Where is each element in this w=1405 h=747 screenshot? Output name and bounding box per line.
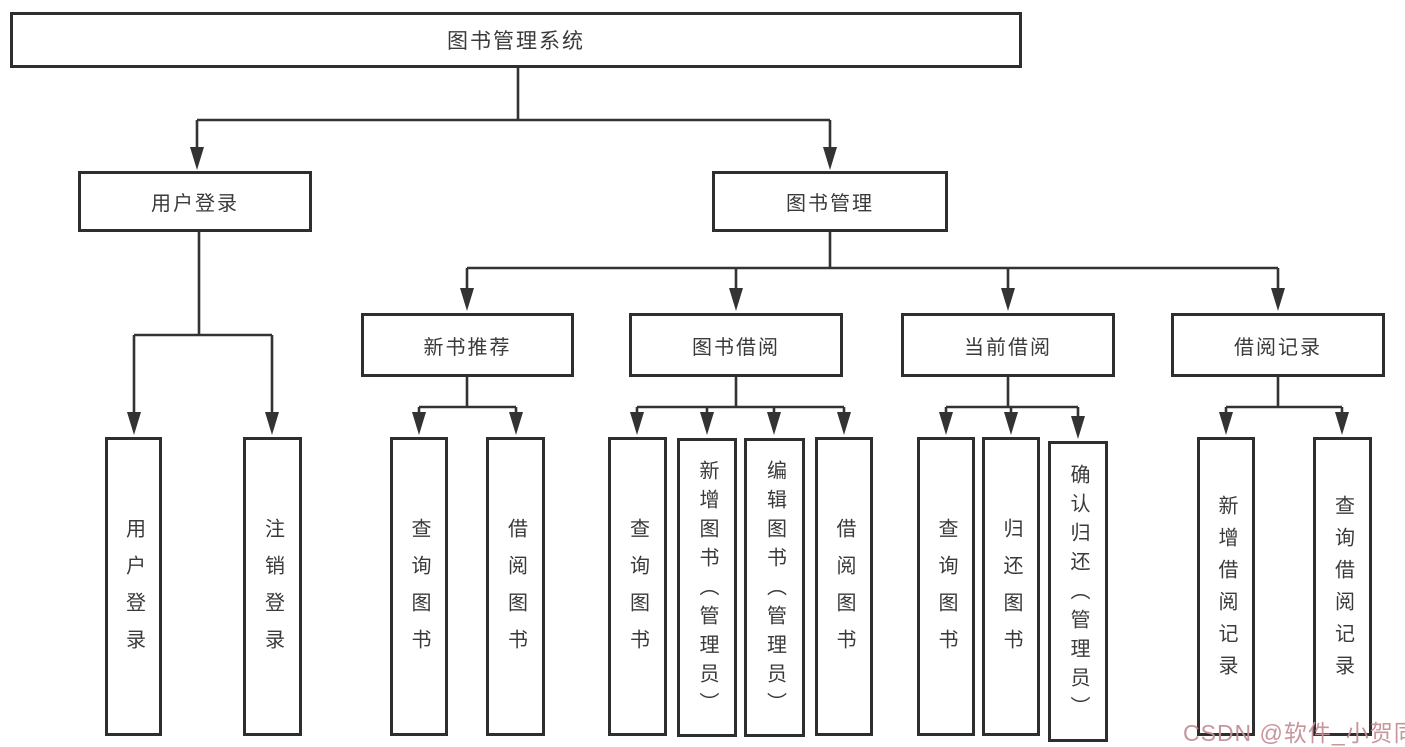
node-user-login: 用户登录: [78, 171, 312, 232]
node-book-borrow: 图书借阅: [629, 313, 843, 377]
leaf-borrow-books-borrow: 借阅图书: [815, 437, 873, 736]
leaf-confirm-return-admin: 确认归还（管理员）: [1048, 441, 1108, 742]
csdn-watermark: CSDN @软件_小贺同学: [1183, 720, 1405, 746]
leaf-edit-books-admin: 编辑图书（管理员）: [744, 438, 805, 737]
node-system-root: 图书管理系统: [10, 12, 1022, 68]
leaf-query-books-recommend: 查询图书: [390, 437, 448, 736]
leaf-query-books-borrow: 查询图书: [608, 437, 667, 736]
node-new-book-recommend: 新书推荐: [361, 313, 574, 377]
leaf-logout-login: 注销登录: [243, 437, 302, 736]
leaf-query-borrow-record: 查询借阅记录: [1313, 437, 1372, 736]
leaf-borrow-books-recommend: 借阅图书: [486, 437, 545, 736]
leaf-add-books-admin: 新增图书（管理员）: [677, 438, 737, 737]
node-current-borrow: 当前借阅: [901, 313, 1115, 377]
leaf-return-books: 归还图书: [982, 437, 1040, 736]
node-book-management: 图书管理: [712, 171, 948, 232]
node-borrow-records: 借阅记录: [1171, 313, 1385, 377]
leaf-query-books-current: 查询图书: [917, 437, 975, 736]
leaf-user-login: 用户登录: [105, 437, 162, 736]
leaf-add-borrow-record: 新增借阅记录: [1197, 437, 1255, 736]
